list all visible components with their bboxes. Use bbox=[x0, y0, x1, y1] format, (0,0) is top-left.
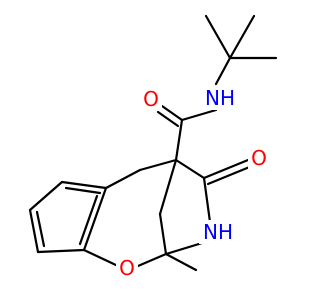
atom-labels: NH O O NH O bbox=[116, 86, 270, 280]
ring-oxygen-group: O bbox=[116, 256, 138, 280]
bond-bridgehead-aromatic bbox=[104, 168, 142, 190]
benzene-bond-3 bbox=[28, 208, 40, 254]
bond-ch2-bridgehead bbox=[158, 158, 178, 216]
amide-oxygen-background bbox=[140, 87, 162, 111]
benzene-bond-5 bbox=[82, 186, 108, 252]
bond-o-aromatic bbox=[82, 248, 120, 268]
ring-oxygen-background bbox=[116, 256, 138, 280]
bond-ch-lactam-c bbox=[174, 158, 206, 180]
bond-bridgehead-ch bbox=[138, 158, 178, 172]
bond-lactam-c-nh bbox=[202, 176, 212, 224]
bond-nh-amide-c bbox=[180, 108, 218, 122]
ring-oxygen-label: O bbox=[119, 256, 135, 280]
bond-amide-c-o-a bbox=[160, 104, 184, 122]
benzene-bond-2 bbox=[28, 180, 64, 212]
bond-lactam-c-o-b bbox=[206, 164, 254, 186]
lactam-nh-group: NH bbox=[199, 220, 237, 244]
amide-nh-background bbox=[201, 86, 239, 110]
benzene-inner-bond-2 bbox=[35, 210, 46, 248]
lactam-nh-label: NH bbox=[203, 220, 233, 244]
lactam-nh-background bbox=[199, 220, 237, 244]
lactam-oxygen-group: O bbox=[248, 146, 270, 170]
benzene-inner-bond-1 bbox=[64, 186, 102, 195]
amide-oxygen-label: O bbox=[143, 87, 159, 111]
bond-lactam-c-o-a bbox=[202, 158, 250, 180]
benzene-bond-4 bbox=[36, 248, 86, 254]
bond-quaternary-c-methyl bbox=[164, 252, 198, 272]
bond-tbu-methyl-1 bbox=[204, 14, 232, 60]
benzene-bond-1 bbox=[60, 180, 108, 190]
bond-tbu-methyl-3 bbox=[228, 14, 256, 60]
bond-quaternary-c-o bbox=[136, 252, 168, 268]
amide-oxygen-group: O bbox=[140, 87, 162, 111]
amide-nh-group: NH bbox=[201, 86, 239, 110]
bond-amide-c-ch bbox=[174, 118, 184, 162]
amide-nh-label: NH bbox=[205, 86, 235, 110]
bond-tbu-nh bbox=[214, 56, 232, 86]
benzene-inner-bond-3 bbox=[78, 194, 99, 246]
lactam-oxygen-label: O bbox=[251, 146, 267, 170]
chemical-structure: NH O O NH O bbox=[28, 14, 278, 280]
bonds bbox=[28, 14, 278, 272]
bond-quaternary-c-ch2 bbox=[158, 212, 168, 256]
bond-amide-c-o-b bbox=[156, 110, 180, 128]
lactam-oxygen-background bbox=[248, 146, 270, 170]
